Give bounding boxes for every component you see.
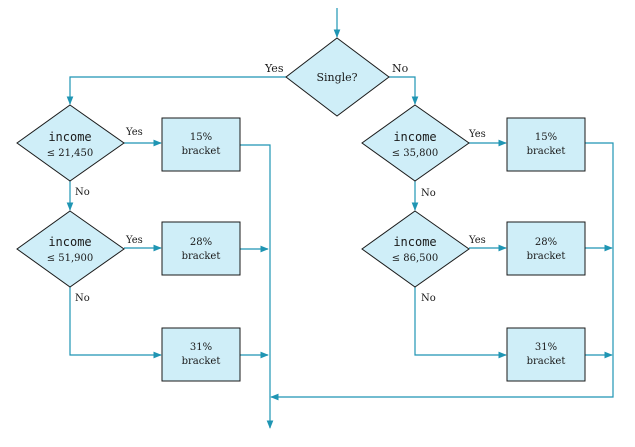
right-decision-1-yes: Yes — [468, 129, 486, 140]
left-decision-2-shape — [16, 210, 125, 288]
left-decision-2: income ≤ 51,900 Yes No — [16, 210, 143, 304]
connectors — [66, 8, 614, 429]
single-yes-label: Yes — [264, 62, 284, 75]
left-decision-2-yes: Yes — [125, 235, 143, 246]
left-bracket-box-2-line1: 28% — [190, 237, 212, 248]
single-no-label: No — [392, 62, 409, 75]
left-bracket-box-3-line2: bracket — [182, 356, 221, 367]
left-decision-1-line1: income — [48, 130, 91, 144]
right-bracket-box-3-line1: 31% — [535, 342, 557, 353]
right-decision-1: income ≤ 35,800 Yes No — [361, 104, 486, 199]
left-bracket-box-3-shape — [161, 327, 241, 382]
right-decision-2-line2: ≤ 86,500 — [392, 253, 439, 264]
right-decision-2-yes: Yes — [468, 235, 486, 246]
right-box1-out — [270, 142, 614, 401]
right-decision-1-shape — [361, 104, 470, 182]
right-bracket-box-1: 15% bracket — [506, 117, 586, 172]
left-decision-1-yes: Yes — [125, 127, 143, 138]
right-decision-2-line1: income — [393, 235, 436, 249]
left-bracket-box-1-line2: bracket — [182, 146, 221, 157]
left-decision-2-no: No — [75, 293, 90, 304]
right-bracket-box-1-line2: bracket — [527, 146, 566, 157]
right-d2-no-connector — [414, 287, 507, 359]
left-decision-1: income ≤ 21,450 Yes No — [16, 104, 143, 198]
left-box1-out — [240, 144, 271, 397]
left-bracket-box-1: 15% bracket — [161, 117, 241, 172]
right-bracket-box-3-shape — [506, 327, 586, 382]
right-decision-2-shape — [361, 210, 470, 288]
right-bracket-box-2-line1: 28% — [535, 237, 557, 248]
left-bracket-box-2-line2: bracket — [182, 251, 221, 262]
left-decision-1-no: No — [75, 187, 90, 198]
right-decision-2-no: No — [421, 293, 436, 304]
single-no-connector — [389, 76, 419, 105]
right-decision-1-line2: ≤ 35,800 — [392, 148, 439, 159]
left-decision-2-line2: ≤ 51,900 — [47, 253, 94, 264]
left-decision-1-line2: ≤ 21,450 — [47, 148, 94, 159]
left-bracket-box-3-line1: 31% — [190, 342, 212, 353]
right-bracket-box-3: 31% bracket — [506, 327, 586, 382]
right-bracket-box-1-shape — [506, 117, 586, 172]
right-bracket-box-2-line2: bracket — [527, 251, 566, 262]
left-decision-2-line1: income — [48, 235, 91, 249]
single-decision: Single? Yes No — [264, 37, 409, 117]
right-decision-1-no: No — [421, 188, 436, 199]
single-decision-label: Single? — [316, 71, 357, 84]
left-bracket-box-2: 28% bracket — [161, 221, 241, 276]
right-bracket-box-1-line1: 15% — [535, 132, 557, 143]
right-decision-2: income ≤ 86,500 Yes No — [361, 210, 486, 304]
right-bracket-box-3-line2: bracket — [527, 356, 566, 367]
left-bracket-box-1-line1: 15% — [190, 132, 212, 143]
left-bracket-box-1-shape — [161, 117, 241, 172]
single-decision-shape — [285, 37, 390, 117]
left-bracket-box-3: 31% bracket — [161, 327, 241, 382]
left-decision-1-shape — [16, 104, 125, 182]
right-decision-1-line1: income — [393, 130, 436, 144]
left-bracket-box-2-shape — [161, 221, 241, 276]
left-d2-no-connector — [69, 287, 162, 359]
right-bracket-box-2: 28% bracket — [506, 221, 586, 276]
single-yes-connector — [66, 76, 286, 105]
right-bracket-box-2-shape — [506, 221, 586, 276]
